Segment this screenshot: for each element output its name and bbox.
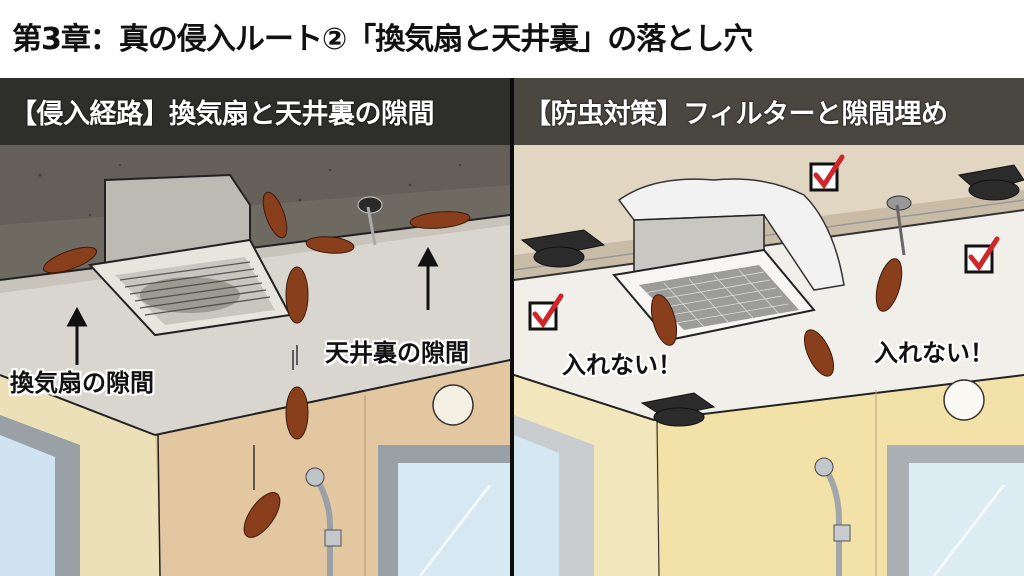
page-title: 第3章：真の侵入ルート②「換気扇と天井裏」の落とし穴	[12, 22, 753, 57]
panel-header-left: 【侵入経路】換気扇と天井裏の隙間	[0, 78, 510, 145]
panel-header-left-text: 【侵入経路】換気扇と天井裏の隙間	[10, 99, 435, 130]
label-ceiling-gap: 天井裏の隙間	[325, 339, 469, 367]
scene-clean-bathroom: 入れない！ 入れない！	[514, 145, 1024, 576]
checkbox-checked-icon	[809, 154, 845, 192]
label-fan-gap: 換気扇の隙間	[10, 369, 154, 397]
title-bar: 第3章：真の侵入ルート②「換気扇と天井裏」の落とし穴	[0, 0, 1024, 78]
panel-prevention: 【防虫対策】フィルターと隙間埋め	[514, 78, 1024, 576]
panel-intrusion-route: 【侵入経路】換気扇と天井裏の隙間	[0, 78, 510, 576]
label-blocked-right: 入れない！	[874, 339, 994, 367]
panel-header-right-text: 【防虫対策】フィルターと隙間埋め	[524, 99, 948, 130]
scene-dirty-bathroom: 換気扇の隙間 天井裏の隙間	[0, 145, 510, 576]
label-blocked-left: 入れない！	[562, 351, 682, 379]
panel-divider	[510, 78, 514, 576]
panel-header-right: 【防虫対策】フィルターと隙間埋め	[514, 78, 1024, 145]
